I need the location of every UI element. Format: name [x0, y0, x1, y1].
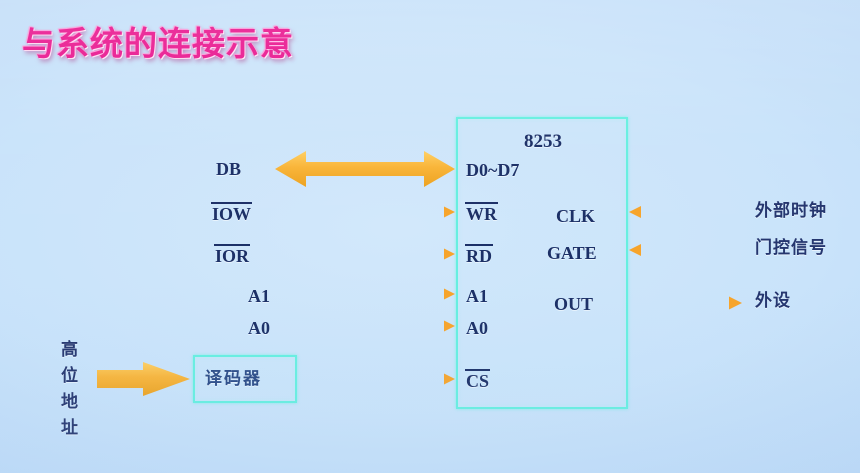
ior-signal-arrow	[296, 248, 455, 260]
bus-label-ior-text: IOR	[213, 244, 251, 266]
bus-label-iow-text: IOW	[210, 202, 253, 224]
clk-input-arrow	[629, 206, 745, 218]
cs-signal-arrow	[300, 373, 455, 385]
chip-name-label: 8253	[524, 131, 562, 152]
chip-pin-a0: A0	[466, 318, 488, 338]
chip-pin-out: OUT	[554, 294, 594, 314]
bus-label-iow: IOW	[210, 202, 253, 224]
chip-pin-clk: CLK	[556, 206, 596, 226]
data-bus-arrow	[275, 151, 455, 187]
chip-pin-wr-text: WR	[465, 202, 498, 224]
high-address-arrow	[97, 362, 190, 396]
peripheral-label-gate-signal: 门控信号	[755, 238, 827, 258]
chip-pin-cs-text: CS	[464, 369, 491, 391]
peripheral-label-external-clock: 外部时钟	[755, 201, 827, 221]
bus-label-a1: A1	[248, 286, 270, 306]
high-address-label: 高位地址	[57, 340, 77, 444]
bus-label-db: DB	[216, 159, 242, 179]
iow-signal-arrow	[296, 206, 455, 218]
page-title: 与系统的连接示意	[22, 24, 294, 63]
a1-signal-arrow	[296, 288, 455, 300]
bus-label-ior: IOR	[213, 244, 251, 266]
chip-pin-a1: A1	[466, 286, 488, 306]
chip-pin-d0d7: D0~D7	[466, 160, 520, 180]
chip-pin-rd: RD	[465, 244, 493, 266]
out-output-arrow	[629, 296, 742, 310]
chip-pin-cs: CS	[464, 369, 491, 391]
chip-8253-box	[456, 117, 628, 409]
chip-pin-gate: GATE	[547, 243, 597, 263]
decoder-box	[193, 355, 297, 403]
chip-pin-rd-text: RD	[465, 244, 493, 266]
chip-pin-wr: WR	[465, 202, 498, 224]
decoder-label: 译码器	[205, 369, 262, 389]
a0-signal-arrow	[296, 320, 455, 332]
gate-input-arrow	[629, 244, 745, 256]
peripheral-label-peripheral: 外设	[755, 291, 791, 311]
bus-label-a0: A0	[248, 318, 270, 338]
